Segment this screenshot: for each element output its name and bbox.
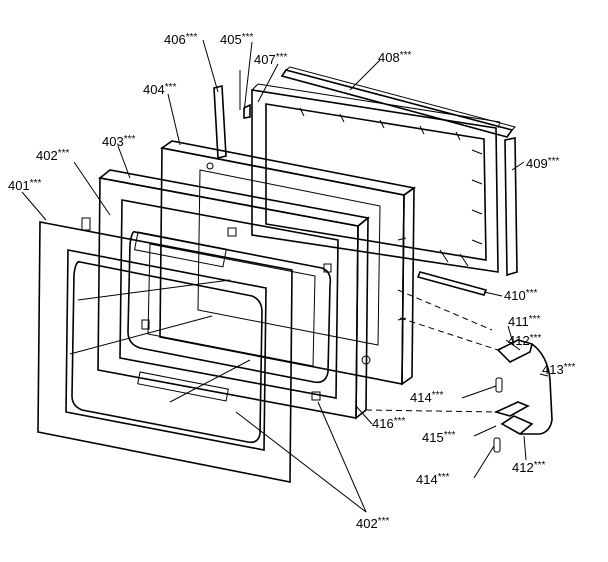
part-407-choke-frame: [251, 83, 501, 273]
part-410-bottom-rail: [416, 271, 488, 296]
callout-414-top: 414***: [410, 390, 443, 405]
part-408-top-rail: [280, 66, 516, 138]
callout-407: 407***: [254, 52, 287, 67]
callout-403: 403***: [102, 134, 135, 149]
callout-409: 409***: [526, 156, 559, 171]
callout-410: 410***: [504, 288, 537, 303]
callout-404: 404***: [143, 82, 176, 97]
callout-405: 405***: [220, 32, 253, 47]
callout-416: 416***: [372, 416, 405, 431]
callout-406: 406***: [164, 32, 197, 47]
leader-lines: [21, 39, 549, 513]
callout-408: 408***: [378, 50, 411, 65]
alignment-lines: [365, 289, 499, 413]
part-405-tab: [239, 70, 251, 119]
hinge-assembly: [493, 339, 553, 453]
callout-411: 411***: [508, 314, 541, 329]
callout-412-bottom: 412***: [512, 460, 545, 475]
part-406-side-rail: [213, 84, 227, 160]
part-409-side-rail: [504, 137, 518, 277]
callout-413: 413***: [542, 362, 575, 377]
part-401-front-panel: [37, 217, 293, 483]
callout-412-top: 412***: [508, 333, 541, 348]
callout-402-top: 402***: [36, 148, 69, 163]
callout-402-bottom: 402***: [356, 516, 389, 531]
callout-414-bottom: 414***: [416, 472, 449, 487]
callout-labels: 406*** 405*** 407*** 408*** 404*** 403**…: [8, 32, 575, 531]
callout-401: 401***: [8, 178, 41, 193]
callout-415: 415***: [422, 430, 455, 445]
